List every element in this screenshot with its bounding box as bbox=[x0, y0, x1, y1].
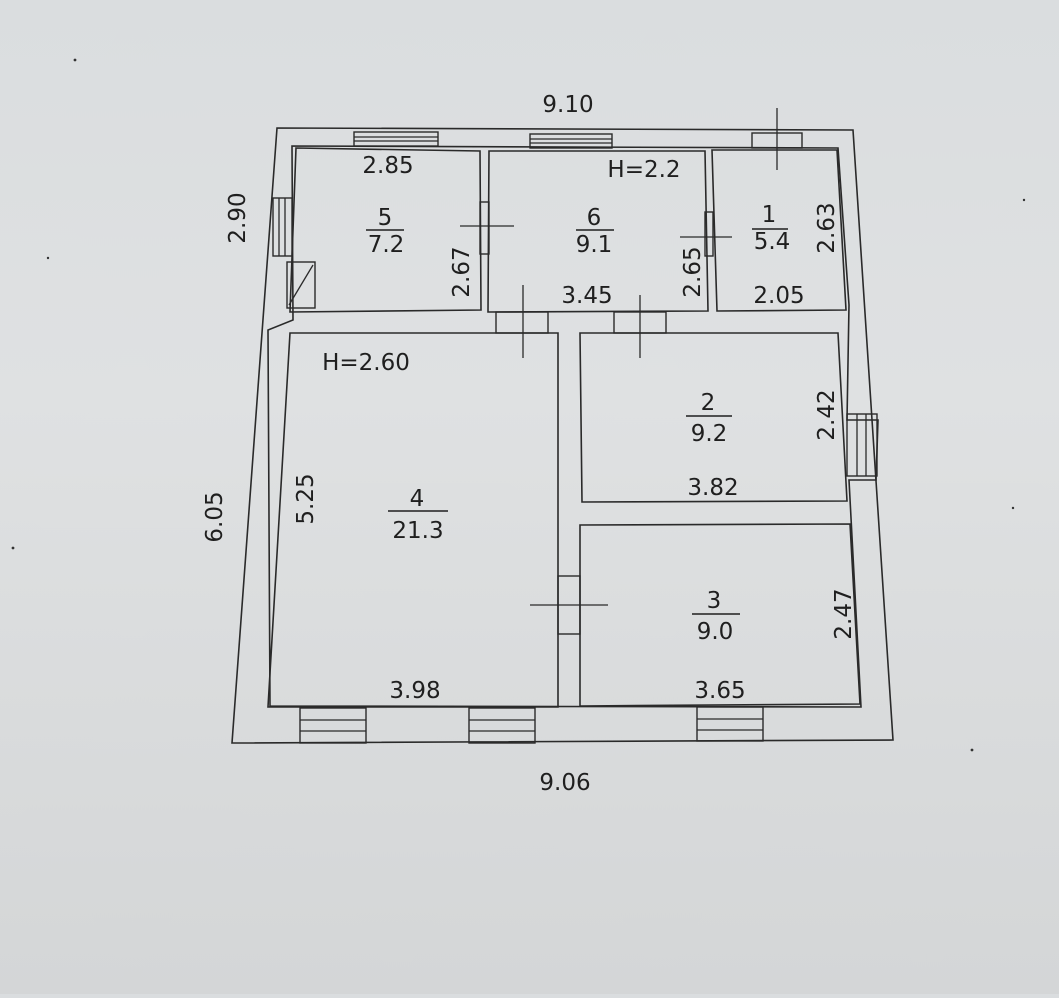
door-room-6-to-2 bbox=[613, 295, 667, 358]
doors bbox=[460, 201, 732, 635]
room-3-outline bbox=[579, 523, 861, 707]
room-5-label: 2.85 5 7.2 2.67 bbox=[362, 153, 475, 298]
room-6-number: 6 bbox=[587, 205, 602, 231]
room-6-area: 9.1 bbox=[576, 232, 613, 258]
door-room-6-to-4 bbox=[495, 285, 549, 358]
room-4-outline bbox=[267, 332, 559, 708]
paper-specks bbox=[11, 58, 1026, 752]
overall-bottom-width: 9.06 bbox=[539, 770, 590, 796]
room-5-outline bbox=[289, 147, 482, 313]
room-4-number: 4 bbox=[410, 486, 425, 512]
room-2-area: 9.2 bbox=[691, 421, 728, 447]
room-4-label: 4 21.3 5.25 3.98 bbox=[293, 473, 448, 704]
window-left-room-5 bbox=[272, 197, 293, 257]
room-1-number: 1 bbox=[762, 202, 777, 228]
room-6-label: 6 9.1 3.45 2.65 bbox=[561, 205, 706, 309]
room-4-width: 3.98 bbox=[389, 678, 440, 704]
door-room-6-to-1 bbox=[680, 211, 732, 257]
room-6-width: 3.45 bbox=[561, 283, 612, 309]
window-top-room-1 bbox=[751, 108, 803, 170]
room-2-depth: 2.42 bbox=[814, 389, 840, 440]
window-top-room-5 bbox=[353, 131, 439, 147]
room-1-label: 1 5.4 2.05 2.63 bbox=[752, 202, 840, 309]
ceiling-height-lower: H=2.60 bbox=[322, 350, 410, 376]
room-1-outline bbox=[711, 149, 847, 312]
room-2-label: 2 9.2 2.42 3.82 bbox=[686, 389, 840, 501]
room-2-width: 3.82 bbox=[687, 475, 738, 501]
inner-wall-outline bbox=[267, 145, 879, 708]
room-3-width: 3.65 bbox=[694, 678, 745, 704]
outer-wall-outline bbox=[231, 127, 894, 744]
room-5-depth: 2.67 bbox=[449, 246, 475, 297]
windows bbox=[272, 108, 878, 744]
room-3-depth: 2.47 bbox=[831, 588, 857, 639]
window-bottom-room-4-right bbox=[468, 707, 536, 744]
room-3-area: 9.0 bbox=[697, 619, 734, 645]
overall-left-upper-height: 2.90 bbox=[225, 192, 251, 243]
room-outlines bbox=[267, 147, 861, 708]
window-bottom-room-3 bbox=[696, 706, 764, 742]
room-3-number: 3 bbox=[707, 588, 722, 614]
room-3-label: 3 9.0 2.47 3.65 bbox=[692, 588, 857, 704]
room-1-area: 5.4 bbox=[754, 229, 791, 255]
overall-left-lower-height: 6.05 bbox=[202, 491, 228, 542]
outer-walls bbox=[231, 127, 894, 744]
stove-symbol bbox=[286, 261, 316, 309]
room-4-area: 21.3 bbox=[392, 518, 443, 544]
ceiling-height-upper: H=2.2 bbox=[607, 157, 680, 183]
window-top-room-6 bbox=[529, 133, 613, 149]
room-5-width: 2.85 bbox=[362, 153, 413, 179]
door-room-4-to-3 bbox=[530, 575, 608, 635]
room-6-depth: 2.65 bbox=[680, 246, 706, 297]
room-2-number: 2 bbox=[701, 390, 716, 416]
room-6-outline bbox=[487, 150, 709, 313]
room-5-number: 5 bbox=[378, 205, 393, 231]
overall-top-width: 9.10 bbox=[542, 92, 593, 118]
room-1-depth: 2.63 bbox=[814, 202, 840, 253]
door-room-5-to-6 bbox=[460, 201, 514, 255]
window-right-room-2 bbox=[846, 413, 878, 477]
room-5-area: 7.2 bbox=[368, 232, 405, 258]
window-bottom-room-4-left bbox=[299, 707, 367, 744]
room-1-width: 2.05 bbox=[753, 283, 804, 309]
room-4-depth: 5.25 bbox=[293, 473, 319, 524]
room-2-outline bbox=[579, 332, 848, 503]
